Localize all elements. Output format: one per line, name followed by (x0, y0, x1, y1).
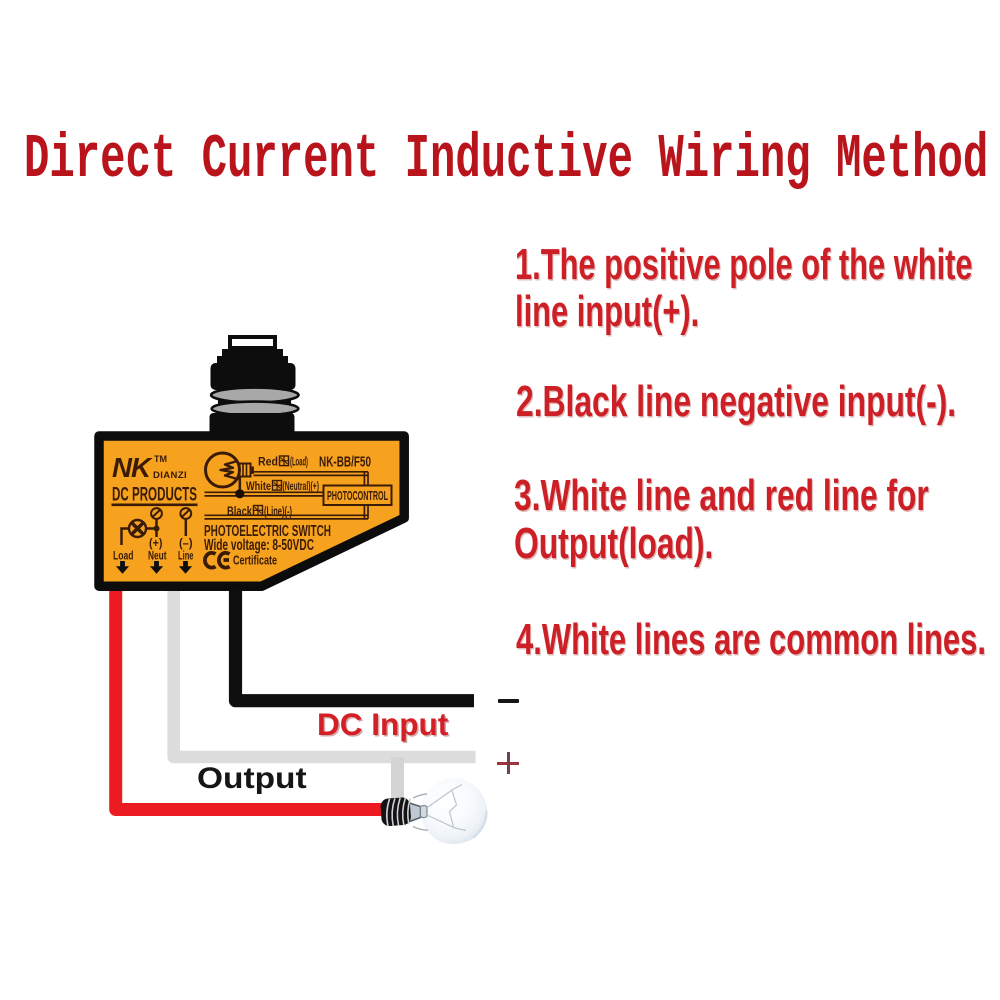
svg-text:Line: Line (178, 549, 194, 563)
svg-text:DIANZI: DIANZI (153, 470, 187, 481)
svg-text:(Neutral)(+): (Neutral)(+) (283, 479, 320, 493)
svg-text:PHOTOCONTROL: PHOTOCONTROL (327, 489, 388, 503)
svg-text:Black: Black (227, 505, 252, 519)
svg-text:PHOTOELECTRIC SWITCH: PHOTOELECTRIC SWITCH (204, 523, 331, 540)
svg-text:TM: TM (154, 454, 167, 464)
svg-text:Red: Red (258, 455, 278, 469)
svg-text:NK-BB/F50: NK-BB/F50 (319, 454, 371, 471)
svg-text:(+): (+) (149, 538, 163, 550)
svg-text:White: White (246, 479, 271, 493)
svg-text:DC PRODUCTS: DC PRODUCTS (112, 485, 197, 506)
svg-text:Certificate: Certificate (233, 554, 277, 568)
svg-text:Neut: Neut (148, 549, 167, 563)
svg-text:(–): (–) (179, 538, 193, 550)
svg-text:Load: Load (113, 549, 134, 563)
svg-text:Wide voltage: 8-50VDC: Wide voltage: 8-50VDC (204, 537, 314, 554)
svg-text:NK: NK (112, 452, 153, 483)
svg-text:(Line)(-): (Line)(-) (264, 505, 292, 519)
svg-text:(Load): (Load) (290, 455, 308, 469)
